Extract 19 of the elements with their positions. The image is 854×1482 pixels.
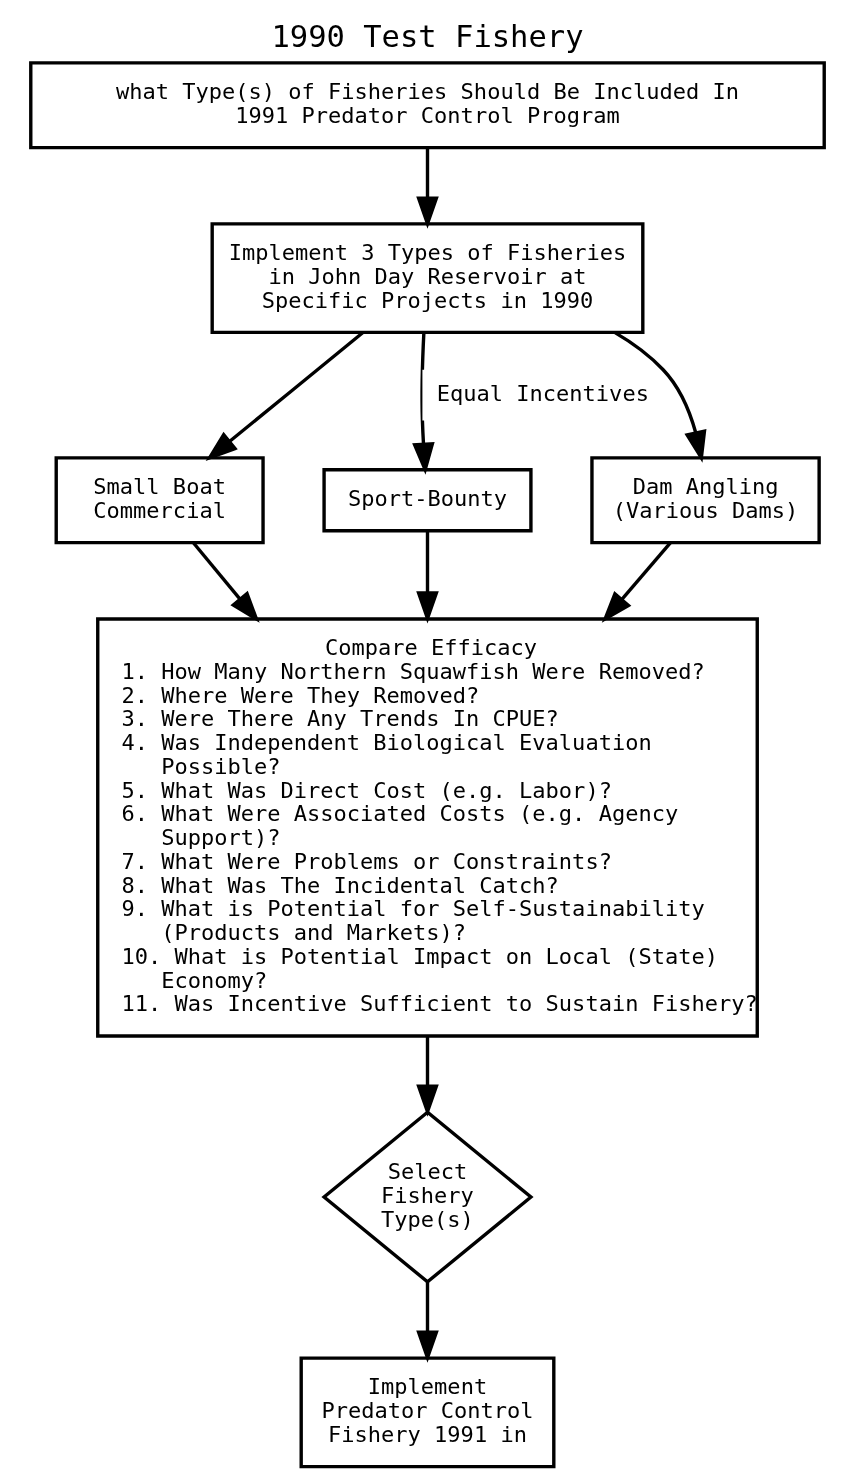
node-box: what Type(s) of Fisheries Should Be Included In 1991 Predator Control Program [28,61,826,150]
edge-label: Equal Incentives [436,380,649,406]
arrow [411,332,435,475]
node-diamond: Select Fishery Type(s) [320,1110,534,1285]
diagram-title: 1990 Test Fishery [270,18,584,54]
arrow [415,531,439,624]
arrow [191,541,260,623]
arrow [613,331,706,463]
arrow [205,331,364,461]
node-box: Implement Predator Control Fishery 1991 in [299,1356,555,1469]
node-box: Compare Efficacy 1. How Many Northern Squawfish Were Removed? 2. Where Were They Removed? 3. Were There Any Trends In CPUE? 4. Was Independent Biological Evaluation Possible? 5. What Was Direct Cost (e.g. Labor)? 6. What Were Associated Costs (e.g. Agency Support)? 7. What Were Problems or Constraints? 8. What Was The Incidental Catch? 9. What is Potential for Self-Sustainability (Products and Markets)? 10. What is Potential Impact on Local (State) Economy? 11. Was Incentive Sufficient to Sustain Fishery? [95,617,759,1038]
arrow [415,147,439,229]
node-box: Small Boat Commercial [54,456,265,545]
arrow [415,1281,439,1363]
node-box: Implement 3 Types of Fisheries in John Day Reservoir at Specific Projects in 1990 [210,222,644,335]
node-box: Sport-Bounty [321,468,533,533]
arrow [415,1036,439,1117]
arrow [601,541,672,623]
node-box: Dam Angling (Various Dams) [589,456,821,545]
